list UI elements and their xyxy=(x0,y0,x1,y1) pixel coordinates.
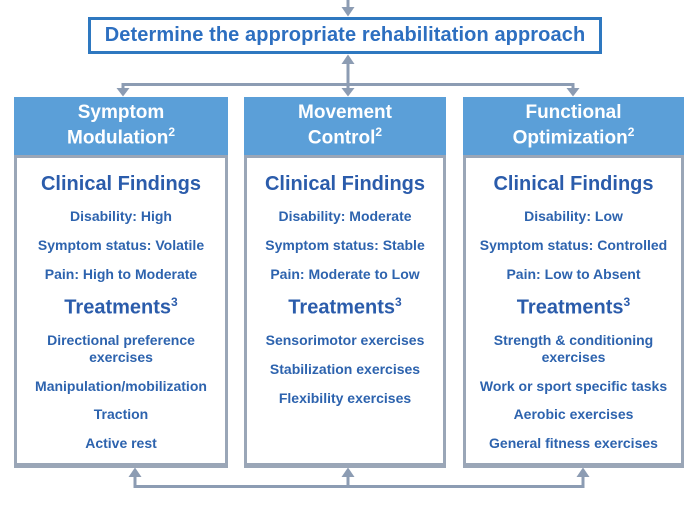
treatments-superscript: 3 xyxy=(395,295,402,310)
header-superscript: 2 xyxy=(627,125,635,140)
title-text: Determine the appropriate rehabilitation… xyxy=(104,24,586,46)
treatment-item: Stabilization exercises xyxy=(269,360,421,377)
header-line1: Movement xyxy=(298,102,392,124)
treatments-title: Treatments3 xyxy=(516,295,631,320)
clinical-findings-title: Clinical Findings xyxy=(264,173,425,195)
card-body: Clinical Findings Disability: High Sympt… xyxy=(14,155,228,468)
card-movement-control: Movement Control2 Clinical Findings Disa… xyxy=(244,97,446,468)
clinical-findings-title: Clinical Findings xyxy=(40,173,201,195)
treatment-item: Strength & conditioning exercises xyxy=(493,332,654,365)
finding-item: Symptom status: Volatile xyxy=(37,236,205,253)
treatments-superscript: 3 xyxy=(623,295,631,310)
header-superscript: 2 xyxy=(375,125,383,140)
header-superscript: 2 xyxy=(168,125,175,140)
treatment-item: Manipulation/mobilization xyxy=(35,377,207,394)
treatment-item: Directional preference exercises xyxy=(47,332,195,365)
arrowhead-down-middle-card xyxy=(341,88,355,97)
bottom-link-line xyxy=(133,476,585,488)
finding-item: Pain: High to Moderate xyxy=(44,265,198,282)
card-header: Functional Optimization2 xyxy=(463,97,684,155)
card-functional-optimization: Functional Optimization2 Clinical Findin… xyxy=(463,97,684,468)
header-line2: Control2 xyxy=(307,125,383,149)
finding-item: Disability: Moderate xyxy=(278,208,412,224)
finding-item: Disability: High xyxy=(70,208,172,224)
treatment-item: General fitness exercises xyxy=(489,435,658,452)
header-line2: Optimization2 xyxy=(512,125,635,149)
finding-item: Pain: Low to Absent xyxy=(506,265,641,282)
card-header: Movement Control2 xyxy=(244,97,446,155)
finding-item: Pain: Moderate to Low xyxy=(270,265,420,282)
treatment-item: Work or sport specific tasks xyxy=(479,377,668,394)
treatment-item: Sensorimotor exercises xyxy=(265,332,425,349)
header-line2: Modulation2 xyxy=(67,125,175,149)
card-body: Clinical Findings Disability: Moderate S… xyxy=(244,155,446,468)
finding-item: Disability: Low xyxy=(524,208,623,224)
treatments-title: Treatments3 xyxy=(288,295,402,320)
finding-item: Symptom status: Controlled xyxy=(479,236,668,253)
treatment-item: Active rest xyxy=(85,435,157,452)
treatments-title: Treatments3 xyxy=(64,295,178,320)
clinical-findings-title: Clinical Findings xyxy=(493,173,654,195)
top-branch-line xyxy=(121,83,575,90)
treatment-item: Traction xyxy=(93,406,149,423)
header-line1: Symptom xyxy=(77,102,165,124)
treatment-item: Aerobic exercises xyxy=(513,406,634,423)
header-line1: Functional xyxy=(525,102,622,124)
arrowhead-down-right-card xyxy=(566,88,580,97)
arrowhead-up-left-card xyxy=(128,467,142,477)
treatment-item: Flexibility exercises xyxy=(278,389,412,406)
arrowhead-down-left-card xyxy=(116,88,130,97)
card-body: Clinical Findings Disability: Low Sympto… xyxy=(463,155,684,468)
treatments-superscript: 3 xyxy=(171,295,178,310)
arrowhead-down-into-title xyxy=(341,7,355,17)
arrowhead-up-into-title xyxy=(341,54,355,64)
arrowhead-up-middle-card xyxy=(341,467,355,477)
card-header: Symptom Modulation2 xyxy=(14,97,228,155)
finding-item: Symptom status: Stable xyxy=(265,236,425,253)
card-symptom-modulation: Symptom Modulation2 Clinical Findings Di… xyxy=(14,97,228,468)
arrowhead-up-right-card xyxy=(576,467,590,477)
title-box: Determine the appropriate rehabilitation… xyxy=(88,17,602,54)
